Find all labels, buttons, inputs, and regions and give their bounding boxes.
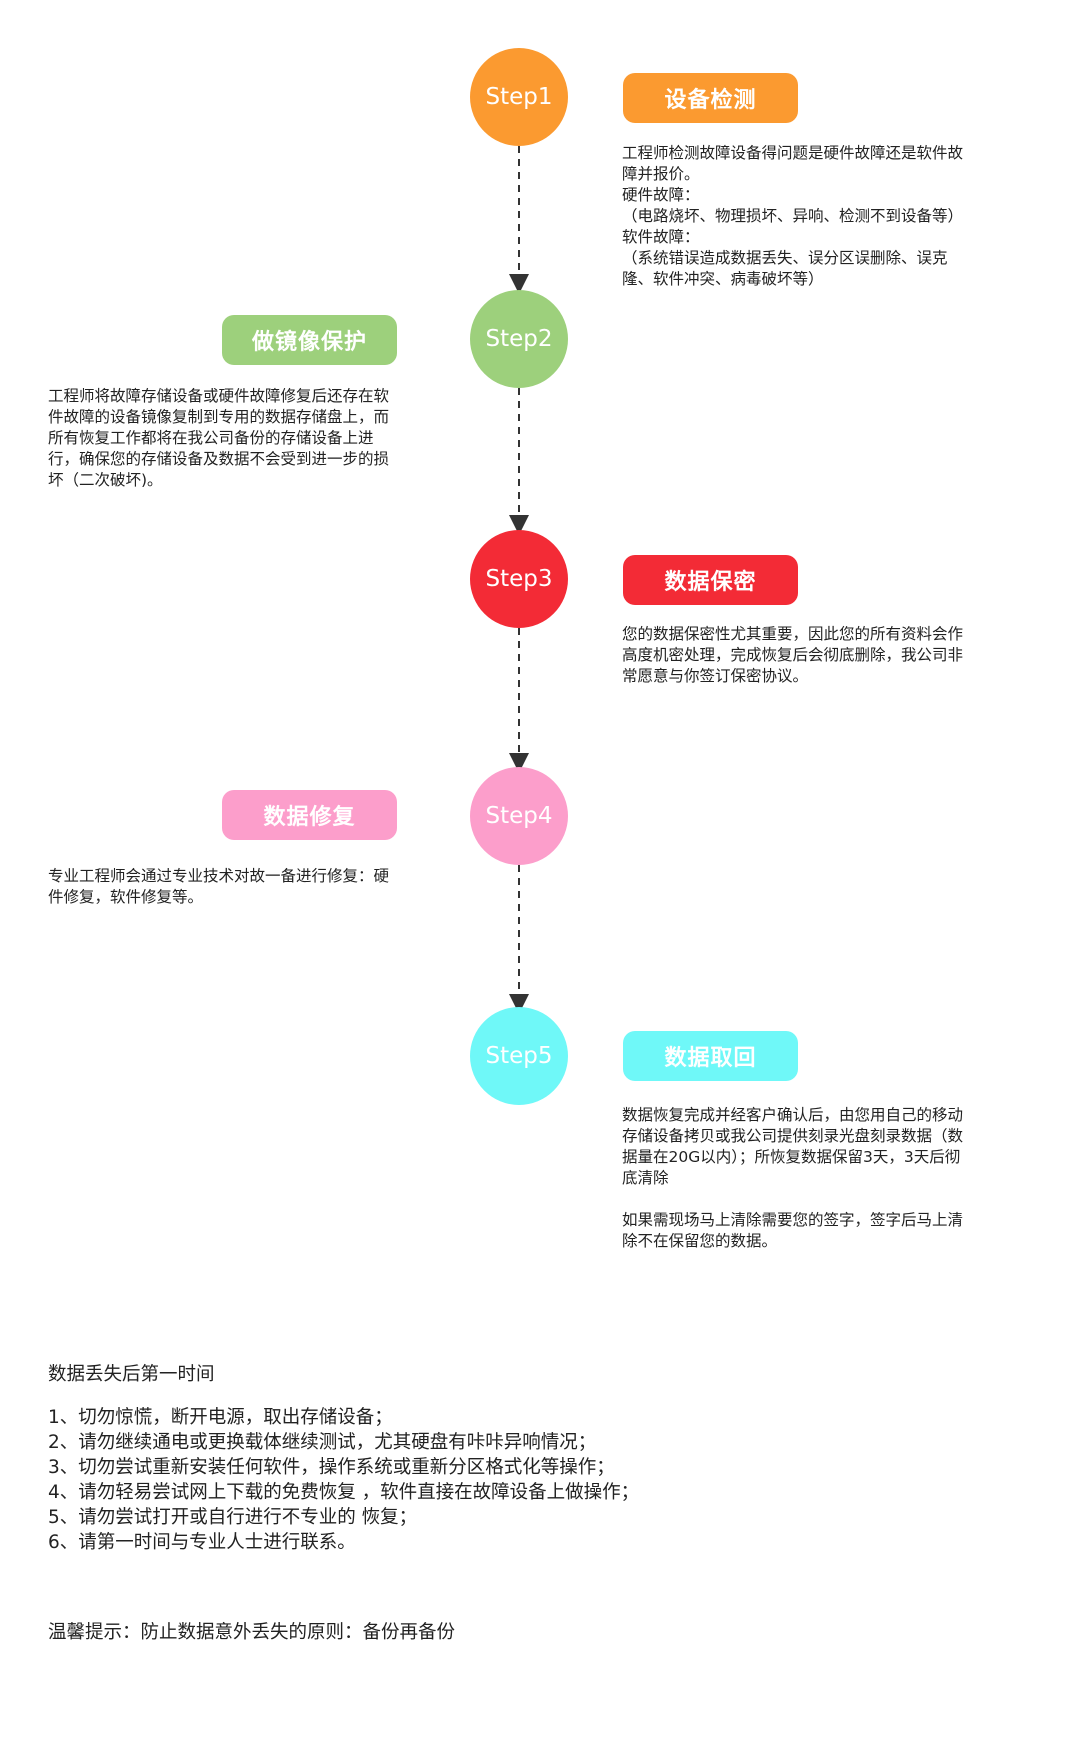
step2-circle: Step2 (470, 290, 568, 388)
list-item: 6、请第一时间与专业人士进行联系。 (48, 1532, 356, 1553)
step3-title: 数据保密 (664, 570, 757, 595)
step4-title-pill: 数据修复 (222, 790, 397, 840)
list-item: 2、请勿继续通电或更换载体继续测试，尤其硬盘有咔咔异响情况； (48, 1432, 597, 1453)
list-item: 1、切勿惊慌，断开电源，取出存储设备； (48, 1407, 393, 1428)
step5-description: 数据恢复完成并经客户确认后，由您用自己的移动 存储设备拷贝或我公司提供刻录光盘刻… (622, 1106, 964, 1250)
step4-title: 数据修复 (263, 805, 356, 830)
step5-title: 数据取回 (664, 1046, 757, 1071)
step2-title-pill: 做镜像保护 (222, 315, 397, 365)
step1-circle: Step1 (470, 48, 568, 146)
first-time-list: 1、切勿惊慌，断开电源，取出存储设备； 2、请勿继续通电或更换载体继续测试，尤其… (48, 1405, 639, 1555)
step2-title: 做镜像保护 (251, 330, 367, 355)
list-item: 5、请勿尝试打开或自行进行不专业的 恢复； (48, 1507, 418, 1528)
step5-label: Step5 (485, 1043, 553, 1069)
step3-title-pill: 数据保密 (623, 555, 798, 605)
list-item: 4、请勿轻易尝试网上下载的免费恢复 ，软件直接在故障设备上做操作； (48, 1482, 640, 1503)
step1-title-pill: 设备检测 (623, 73, 798, 123)
step3-circle: Step3 (470, 530, 568, 628)
step2-label: Step2 (485, 326, 553, 352)
warm-tip: 温馨提示：防止数据意外丢失的原则：备份再备份 (48, 1622, 456, 1643)
step4-label: Step4 (485, 803, 553, 829)
list-item: 3、切勿尝试重新安装任何软件，操作系统或重新分区格式化等操作； (48, 1457, 615, 1478)
step2-description: 工程师将故障存储设备或硬件故障修复后还存在软 件故障的设备镜像复制到专用的数据存… (48, 387, 390, 489)
step4-circle: Step4 (470, 767, 568, 865)
step5-circle: Step5 (470, 1007, 568, 1105)
step5-title-pill: 数据取回 (623, 1031, 798, 1081)
step1-title: 设备检测 (664, 88, 757, 113)
step3-label: Step3 (485, 566, 553, 592)
step1-label: Step1 (485, 84, 553, 110)
first-time-heading: 数据丢失后第一时间 (48, 1364, 215, 1385)
step4-description: 专业工程师会通过专业技术对故一备进行修复：硬 件修复，软件修复等。 (48, 867, 390, 906)
step3-description: 您的数据保密性尤其重要，因此您的所有资料会作 高度机密处理，完成恢复后会彻底删除… (622, 625, 964, 685)
step1-description: 工程师检测故障设备得问题是硬件故障还是软件故 障并报价。 硬件故障： （电路烧坏… (622, 144, 964, 288)
